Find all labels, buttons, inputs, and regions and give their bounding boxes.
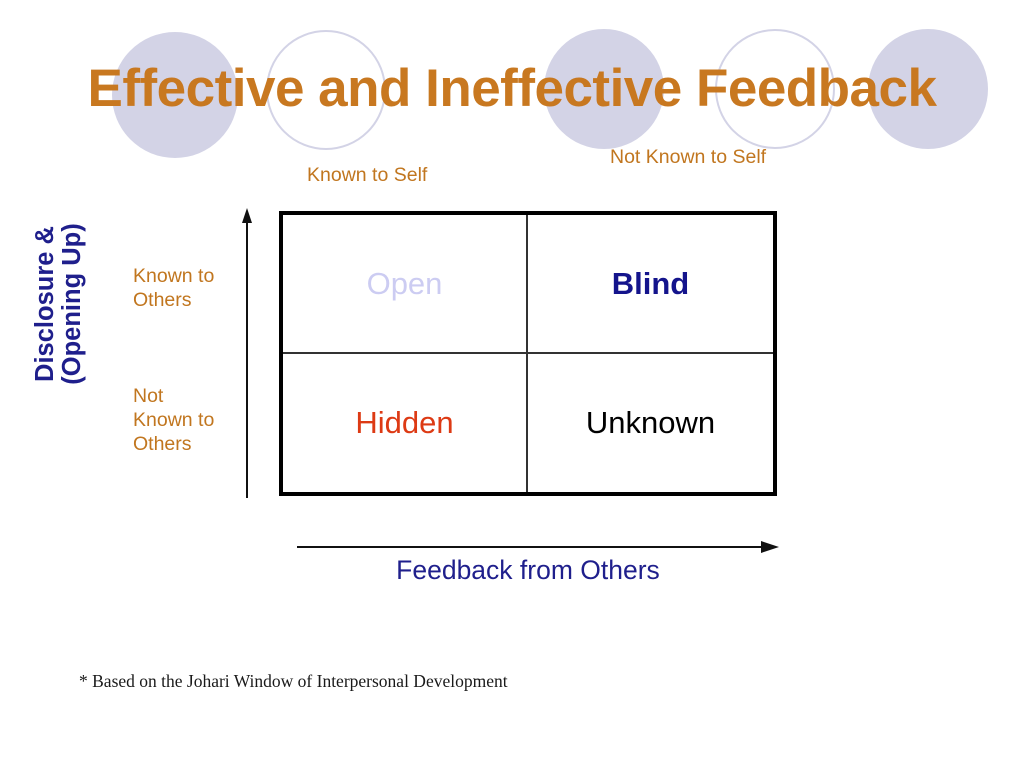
quadrant-blind[interactable]: Blind: [528, 215, 773, 354]
quadrant-hidden[interactable]: Hidden: [283, 353, 528, 492]
quadrant-unknown[interactable]: Unknown: [585, 405, 716, 441]
row-label-known-to-others: Known to Others: [133, 265, 215, 311]
y-axis-label-line-1: Disclosure &: [31, 226, 59, 382]
y-axis-label: Disclosure & (Opening Up): [31, 182, 96, 426]
row-label-not-known-to-others: Not Known to Others: [133, 385, 215, 455]
y-axis-arrow-icon: [242, 208, 252, 498]
x-axis-label: Feedback from Others: [396, 555, 660, 585]
column-header-known-to-self: Known to Self: [307, 164, 428, 186]
johari-matrix: Open Blind Hidden Unknown: [279, 211, 777, 496]
page-title: Effective and Ineffective Feedback: [87, 59, 938, 118]
x-axis-arrow-icon: [297, 541, 779, 553]
column-header-not-known-to-self: Not Known to Self: [610, 146, 767, 168]
quadrant-open[interactable]: Open: [283, 215, 528, 354]
y-axis-label-line-2: (Opening Up): [58, 223, 87, 385]
footnote: * Based on the Johari Window of Interper…: [79, 671, 508, 691]
